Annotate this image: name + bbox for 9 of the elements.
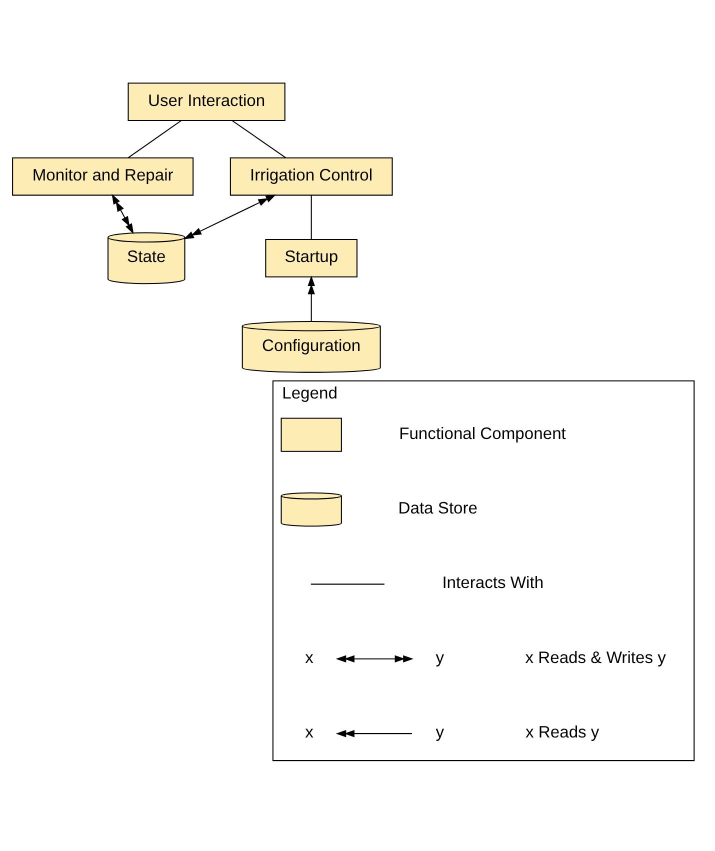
legend-label: x Reads & Writes y [525, 647, 666, 666]
label: y [436, 647, 444, 666]
legend-label: x Reads y [526, 722, 600, 742]
label: x [305, 722, 314, 742]
legend-label: Interacts With [442, 572, 544, 592]
legend-label: Data Store [398, 498, 478, 517]
label: y [436, 722, 444, 742]
legend-label: Functional Component [399, 423, 566, 442]
label: x [305, 647, 314, 666]
